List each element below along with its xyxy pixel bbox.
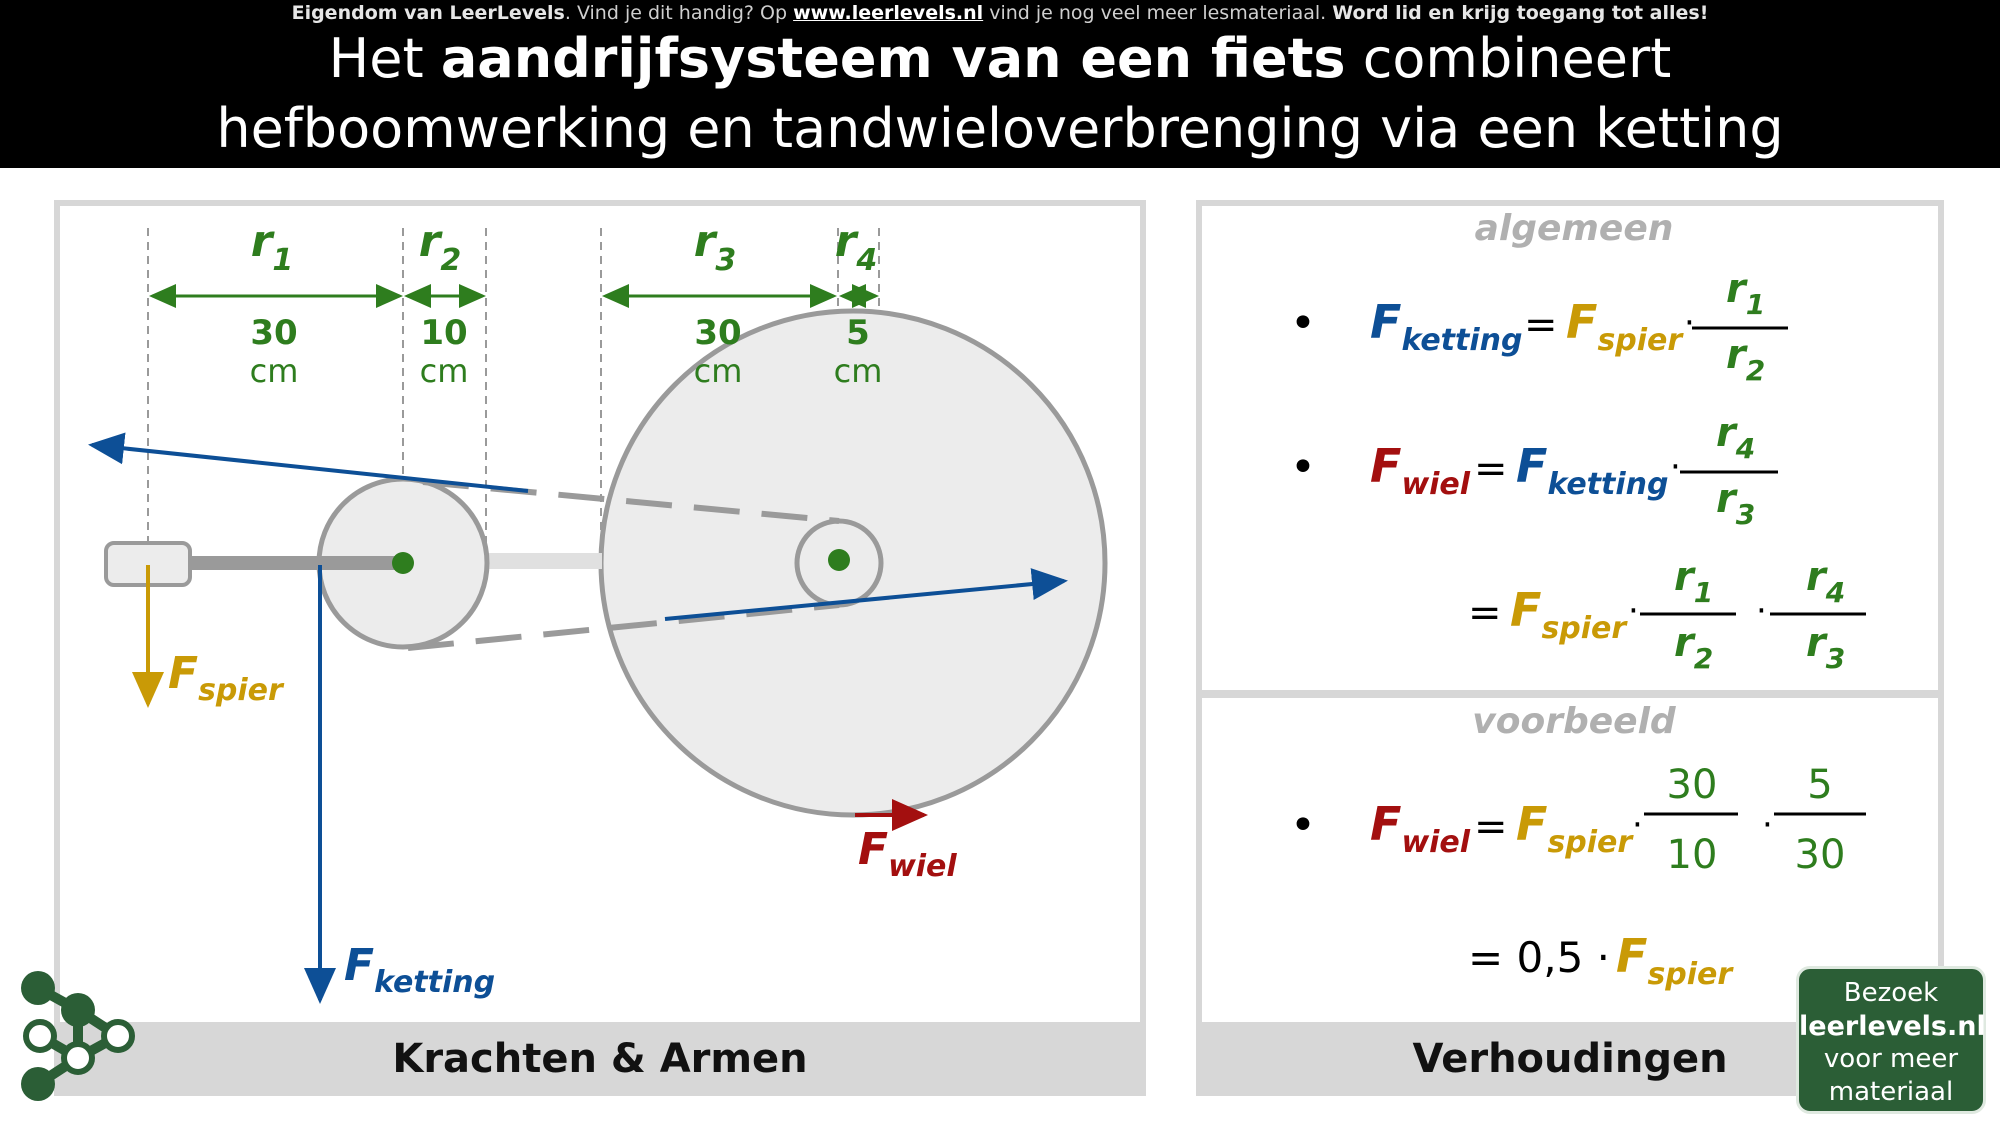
eq3-dot-1: ·	[1628, 591, 1639, 631]
ratios-panel	[1196, 200, 1944, 1096]
ex-num-2: 5	[1807, 762, 1832, 808]
eq1-dot: ·	[1684, 303, 1695, 343]
eq1-num: r1	[1726, 266, 1765, 321]
eq1-fspier: Fspier	[1566, 295, 1684, 358]
eq2-den: r3	[1716, 476, 1755, 531]
arm-r3-value: 30	[694, 313, 741, 353]
eq1-lhs: Fketting	[1370, 295, 1522, 358]
eq2-dot: ·	[1670, 447, 1681, 487]
header-banner: Eigendom van LeerLevels. Vind je dit han…	[0, 0, 2000, 168]
force-ketting-wheel-arrow	[664, 568, 1068, 621]
bullet-3: •	[1290, 800, 1316, 851]
section-example-label: voorbeeld	[1472, 701, 1677, 742]
visit-leerlevels-button[interactable]: Bezoek leerlevels.nl voor meer materiaal	[1796, 966, 1986, 1114]
force-wiel-label: Fwiel	[858, 824, 957, 884]
arm-r1-value: 30	[250, 313, 297, 353]
cta-line-1: Bezoek	[1843, 978, 1939, 1008]
frame-bar	[486, 553, 602, 569]
title-part: combineert	[1345, 27, 1672, 90]
dimension-labels: r1 30 cm r2 10 cm r3 30 cm r4 5 cm	[250, 216, 883, 390]
arm-r4-value: 5	[846, 313, 870, 353]
arm-r4-label: r4	[835, 216, 878, 278]
arm-r3-unit: cm	[694, 352, 743, 390]
force-ketting-chain-arrow	[88, 432, 529, 493]
arm-r3-label: r3	[694, 216, 737, 278]
ex-fspier: Fspier	[1516, 797, 1634, 860]
eq1-equals: =	[1524, 302, 1558, 348]
eq1-den: r2	[1726, 332, 1765, 387]
leerlevels-link[interactable]: www.leerlevels.nl	[793, 2, 984, 24]
wheel-axle	[828, 549, 850, 571]
crank-axle	[392, 552, 414, 574]
result-text: = 0,5 ·	[1468, 933, 1610, 982]
arm-r4-unit: cm	[834, 352, 883, 390]
ex-equals: =	[1474, 804, 1508, 850]
arm-r2-unit: cm	[420, 352, 469, 390]
title-part: Het	[328, 27, 441, 90]
cta-line-3: voor meer	[1823, 1044, 1959, 1074]
eq3-den-2: r3	[1806, 620, 1845, 675]
eq2-equals: =	[1474, 446, 1508, 492]
ownership-brand: Eigendom van LeerLevels	[291, 2, 565, 24]
bullet-1: •	[1290, 298, 1316, 349]
result-fspier: Fspier	[1616, 929, 1734, 992]
eq2-fketting: Fketting	[1516, 439, 1668, 502]
cta-line-4: materiaal	[1828, 1077, 1954, 1107]
ex-dot-1: ·	[1632, 805, 1643, 845]
ex-dot-2: ·	[1762, 805, 1773, 845]
crank-arm	[186, 556, 403, 570]
eq3-num-1: r1	[1674, 554, 1713, 609]
eq3-den-1: r2	[1674, 620, 1713, 675]
page-title: Het aandrijfsysteem van een fiets combin…	[0, 24, 2000, 164]
arm-r1-label: r1	[251, 216, 294, 278]
arm-r1-unit: cm	[250, 352, 299, 390]
forces-panel-footer: Krachten & Armen	[54, 1022, 1146, 1096]
title-bold: aandrijfsysteem van een fiets	[440, 27, 1346, 90]
ratios-divider	[1196, 690, 1944, 698]
cta-line-2: leerlevels.nl	[1799, 1011, 1986, 1042]
eq2-num: r4	[1716, 410, 1755, 465]
ex-den-2: 30	[1795, 832, 1846, 878]
ownership-text-1: . Vind je dit handig? Op	[564, 2, 794, 24]
eq3-fspier: Fspier	[1510, 583, 1628, 646]
eq3-dot-2: ·	[1756, 591, 1767, 631]
equations: • Fketting = Fspier · r1 r2 • Fwiel = Fk…	[1290, 266, 1866, 992]
ownership-text-2: vind je nog veel meer lesmateriaal.	[983, 2, 1333, 24]
eq3-equals: =	[1468, 590, 1502, 636]
eq2-lhs: Fwiel	[1370, 439, 1471, 502]
ex-den-1: 10	[1667, 832, 1718, 878]
arm-r2-value: 10	[420, 313, 467, 353]
title-line-2: hefboomwerking en tandwieloverbrenging v…	[216, 97, 1784, 160]
ex-num-1: 30	[1667, 762, 1718, 808]
ex-lhs: Fwiel	[1370, 797, 1471, 860]
bullet-2: •	[1290, 442, 1316, 493]
eq3-num-2: r4	[1806, 554, 1845, 609]
arm-r2-label: r2	[419, 216, 462, 278]
section-general-label: algemeen	[1475, 208, 1674, 249]
ownership-notice: Eigendom van LeerLevels. Vind je dit han…	[0, 2, 2000, 24]
leerlevels-logo	[21, 971, 135, 1101]
force-spier-label: Fspier	[168, 648, 285, 708]
force-ketting-label: Fketting	[344, 940, 495, 1000]
ownership-cta: Word lid en krijg toegang tot alles!	[1332, 2, 1709, 24]
